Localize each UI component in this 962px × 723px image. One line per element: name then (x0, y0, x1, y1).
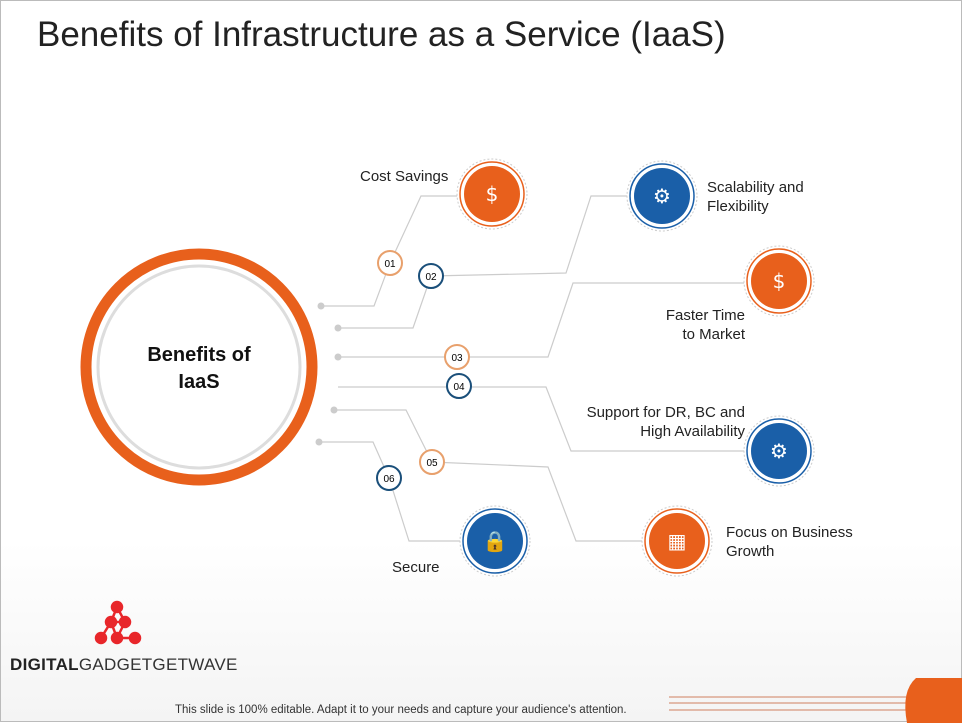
svg-text:⚙: ⚙ (770, 439, 788, 463)
cloud-money-icon: $ (743, 245, 815, 317)
svg-text:06: 06 (383, 474, 395, 485)
label-secure: Secure (392, 559, 440, 576)
svg-text:$: $ (486, 182, 499, 206)
shield-lock-icon: 🔒 (459, 505, 531, 577)
connector-dots (315, 302, 342, 446)
svg-text:$: $ (773, 269, 786, 293)
connector-02 (338, 195, 629, 329)
logo-wordmark: DIGITALGADGETGETWAVE (10, 655, 238, 674)
connector-03 (338, 282, 746, 358)
svg-text:03: 03 (451, 353, 463, 364)
badge-02: 02 (418, 263, 444, 289)
badge-03: 03 (444, 344, 470, 370)
svg-text:🔒: 🔒 (483, 529, 508, 553)
connector-04 (338, 386, 746, 452)
svg-text:⚙: ⚙ (653, 184, 671, 208)
label-cost-savings: Cost Savings (360, 168, 449, 185)
svg-text:05: 05 (426, 458, 438, 469)
badge-05: 05 (419, 449, 445, 475)
logo-icon (94, 600, 142, 645)
svg-text:01: 01 (384, 259, 396, 270)
invoice-money-icon: $ (456, 158, 528, 230)
svg-text:02: 02 (425, 272, 437, 283)
badge-01: 01 (377, 250, 403, 276)
presentation-team-icon: ▦ (641, 505, 713, 577)
icons: $ ⚙ $ ⚙ ▦ 🔒 (456, 158, 815, 577)
badges: 01 02 03 04 05 06 (376, 250, 472, 491)
hand-gear-icon: ⚙ (743, 415, 815, 487)
page-title: Benefits of Infrastructure as a Service … (37, 15, 726, 54)
footer-lines (669, 696, 906, 711)
network-scale-icon: ⚙ (626, 160, 698, 232)
svg-text:▦: ▦ (668, 529, 687, 553)
badge-06: 06 (376, 465, 402, 491)
badge-04: 04 (446, 373, 472, 399)
corner-accent (905, 678, 962, 723)
center-ring (80, 248, 318, 486)
footer-note: This slide is 100% editable. Adapt it to… (175, 704, 627, 716)
svg-text:04: 04 (453, 382, 465, 393)
connector-05 (334, 409, 644, 542)
